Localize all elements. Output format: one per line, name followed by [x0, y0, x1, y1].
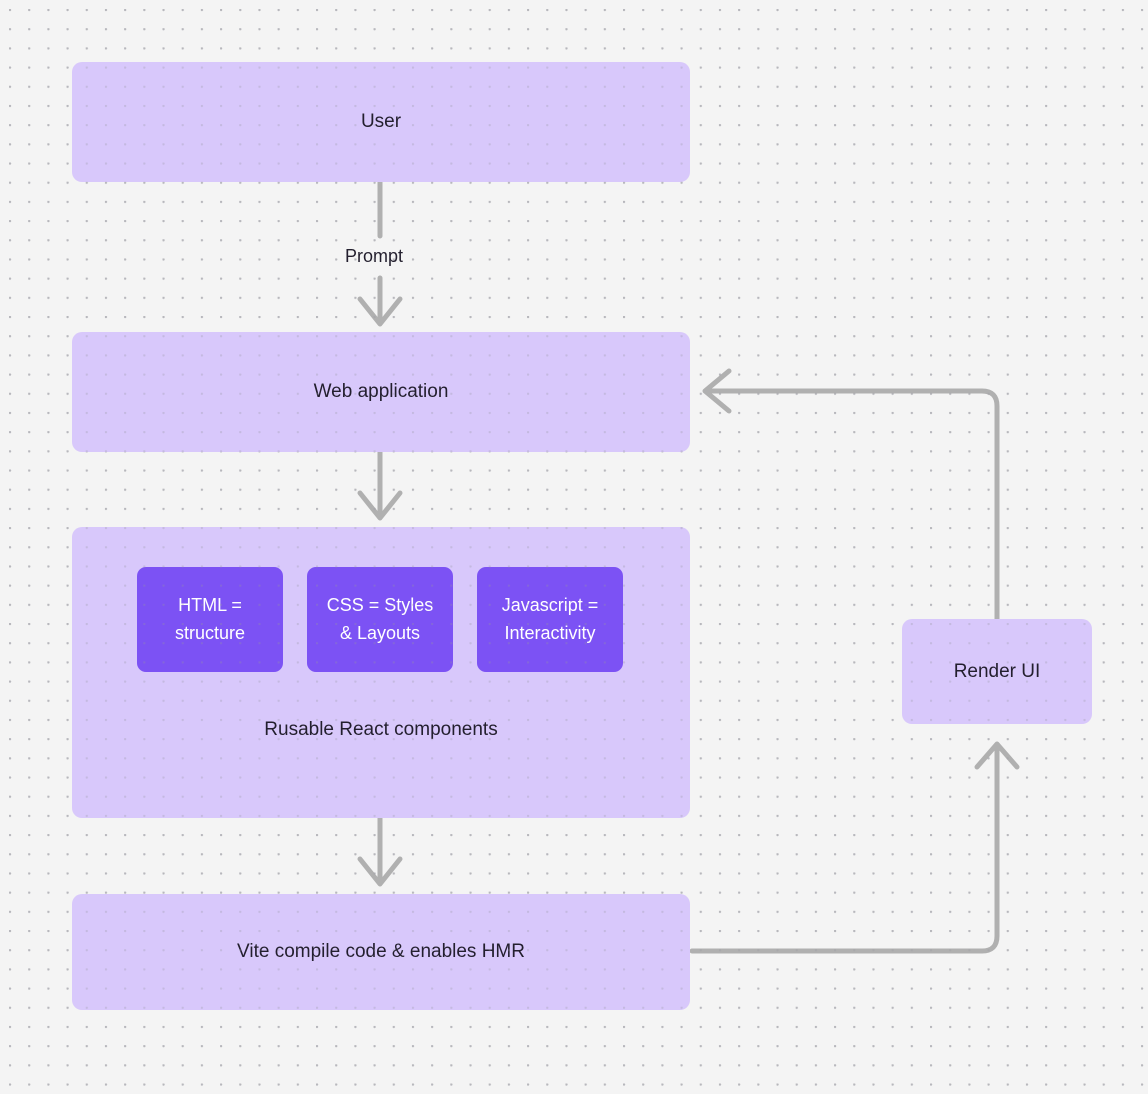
node-stack-item-css-line1: CSS = Styles — [326, 594, 434, 615]
node-web-application[interactable]: Web application — [72, 332, 690, 452]
edge-stack-to-vite-arrowhead — [357, 856, 403, 887]
node-stack-item-javascript[interactable]: Javascript = Interactivity — [477, 567, 623, 672]
edge-webapp-to-stack-arrowhead — [357, 490, 403, 521]
node-react-stack-container[interactable]: HTML = structure CSS = Styles & Layouts … — [72, 527, 690, 818]
node-stack-item-css-line2: & Layouts — [339, 622, 421, 643]
node-stack-item-css-label: CSS = Styles & Layouts — [327, 592, 434, 648]
node-web-application-label: Web application — [313, 381, 449, 402]
node-stack-item-css[interactable]: CSS = Styles & Layouts — [307, 567, 453, 672]
node-render-ui[interactable]: Render UI — [902, 619, 1092, 724]
node-stack-item-javascript-label: Javascript = Interactivity — [502, 592, 599, 648]
node-user-label: User — [360, 111, 402, 132]
node-vite-label: Vite compile code & enables HMR — [237, 941, 525, 962]
node-vite[interactable]: Vite compile code & enables HMR — [72, 894, 690, 1010]
edge-vite-to-renderui-arrowhead — [974, 741, 1020, 770]
edge-prompt-to-webapp-arrowhead — [357, 296, 403, 327]
edge-vite-to-renderui-segment — [689, 744, 1000, 954]
edge-renderui-to-webapp-segment — [707, 388, 1000, 622]
node-user[interactable]: User — [72, 62, 690, 182]
edge-label-prompt: Prompt — [345, 246, 404, 266]
edge-renderui-to-webapp-arrowhead — [702, 368, 732, 414]
node-stack-item-javascript-line2: Interactivity — [504, 622, 596, 643]
node-render-ui-label: Render UI — [953, 660, 1041, 682]
node-stack-item-html-label: HTML = structure — [175, 592, 245, 648]
node-stack-item-html-line2: structure — [174, 622, 246, 643]
node-stack-item-html-line1: HTML = — [178, 594, 242, 615]
node-stack-item-javascript-line1: Javascript = — [501, 594, 599, 615]
node-stack-item-html[interactable]: HTML = structure — [137, 567, 283, 672]
node-stack-caption: Rusable React components — [264, 719, 498, 740]
